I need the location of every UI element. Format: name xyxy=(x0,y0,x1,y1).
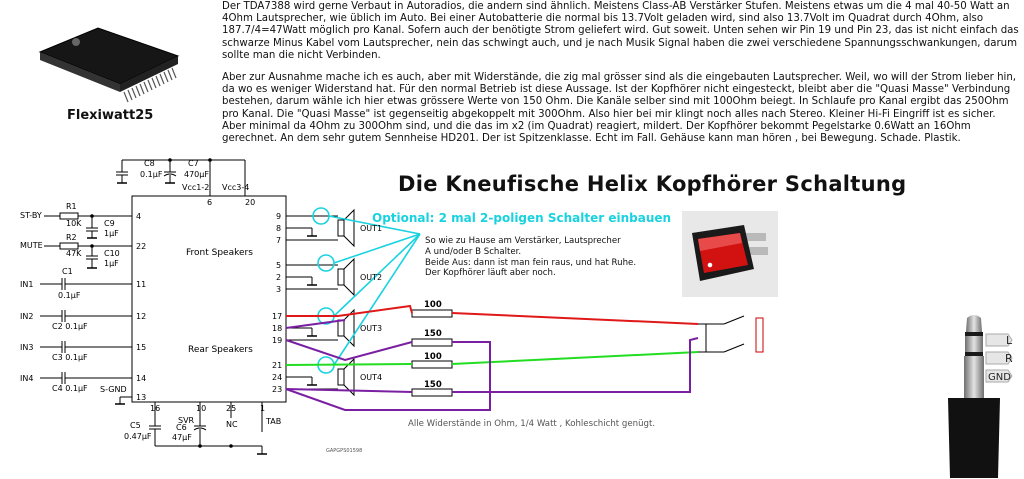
switch-explanation-line-1: So wie zu Hause am Verstärker, Lautsprec… xyxy=(425,236,621,246)
out4-label: OUT4 xyxy=(360,373,382,382)
in2-label: IN2 xyxy=(20,312,33,321)
pin-10: 10 xyxy=(196,404,206,413)
c9-label: C9 xyxy=(104,219,115,228)
resistor-footnote: Alle Widerstände in Ohm, 1/4 Watt , Kohl… xyxy=(408,419,656,429)
pin-5: 5 xyxy=(276,261,281,270)
in4-label: IN4 xyxy=(20,374,33,383)
c8-label: C8 xyxy=(144,159,155,168)
resistor-100-red-label: 100 xyxy=(424,300,442,310)
c6-label: C6 xyxy=(176,423,187,432)
intro-paragraph-1: Der TDA7388 wird gerne Verbaut in Autora… xyxy=(222,1,1019,61)
r2-label: R2 xyxy=(66,233,77,242)
r2-value: 47K xyxy=(66,249,82,258)
switch-explanation-line-4: Der Kopfhörer läuft aber noch. xyxy=(425,268,556,279)
intro-text: Der TDA7388 wird gerne Verbaut in Autora… xyxy=(222,1,1020,155)
diagram-title: Die Kneufische Helix Kopfhörer Schaltung xyxy=(398,172,907,196)
pin-1: 1 xyxy=(260,404,265,413)
optional-switch-note: Optional: 2 mal 2-poligen Schalter einba… xyxy=(372,211,672,225)
c2-label: C2 0.1µF xyxy=(52,322,88,331)
pin-20: 20 xyxy=(245,198,255,207)
c10-value: 1µF xyxy=(104,259,119,268)
rocker-switch-icon xyxy=(692,225,768,281)
jack-label-gnd: GND xyxy=(988,372,1011,383)
pin-22: 22 xyxy=(136,242,146,251)
jack-label-l: L xyxy=(1006,334,1013,347)
c10-label: C10 xyxy=(104,249,120,258)
pin-17: 17 xyxy=(272,312,282,321)
pin-3: 3 xyxy=(276,285,281,294)
part-code-label: GAPGPS01598 xyxy=(326,448,362,454)
pin-9: 9 xyxy=(276,212,281,221)
out2-label: OUT2 xyxy=(360,273,382,282)
rocker-switch-photo xyxy=(682,211,778,297)
switch-explanation-line-3: Beide Aus: dann ist man fein raus, und h… xyxy=(425,257,637,268)
pin-8: 8 xyxy=(276,224,281,233)
c6-value: 47µF xyxy=(172,433,192,442)
switch-explanation: So wie zu Hause am Verstärker, Lautsprec… xyxy=(425,236,636,279)
resistor-150-lower-label: 150 xyxy=(424,380,442,390)
out3-label: OUT3 xyxy=(360,324,382,333)
pin-2: 2 xyxy=(276,273,281,282)
flexiwatt25-chip-illustration xyxy=(38,27,180,103)
chip-label: Flexiwatt25 xyxy=(67,108,154,123)
c7-label: C7 xyxy=(188,159,199,168)
pin-21: 21 xyxy=(272,361,282,370)
in3-label: IN3 xyxy=(20,343,33,352)
pin-15: 15 xyxy=(136,343,146,352)
pin-19: 19 xyxy=(272,336,282,345)
sgnd-label: S-GND xyxy=(100,385,127,394)
amplifier-schematic: C8 0.1µF C7 470µF Vcc1-2 Vcc3-4 6 20 ST-… xyxy=(20,158,764,455)
c8-value: 0.1µF xyxy=(140,170,163,179)
mute-label: MUTE xyxy=(20,241,43,250)
pin-23: 23 xyxy=(272,385,282,394)
out1-label: OUT1 xyxy=(360,224,382,233)
resistor-100-green-label: 100 xyxy=(424,352,442,362)
c4-label: C4 0.1µF xyxy=(52,384,88,393)
tab-label: TAB xyxy=(265,417,281,426)
c5-label: C5 xyxy=(130,421,141,430)
pin-14: 14 xyxy=(136,374,146,383)
switch-explanation-line-2: A und/oder B Schalter. xyxy=(425,246,522,257)
vcc34-label: Vcc3-4 xyxy=(222,183,249,192)
intro-paragraph-2: Aber zur Ausnahme mache ich es auch, abe… xyxy=(222,72,1017,145)
front-speakers-label: Front Speakers xyxy=(186,248,253,258)
pin-16: 16 xyxy=(150,404,160,413)
resistor-150-upper-label: 150 xyxy=(424,329,442,339)
pin-12: 12 xyxy=(136,312,146,321)
pin-13: 13 xyxy=(136,393,146,402)
headphone-jack-illustration: L R GND xyxy=(948,315,1013,478)
vcc12-label: Vcc1-2 xyxy=(182,183,209,192)
pin-25: 25 xyxy=(226,404,236,413)
pin-18: 18 xyxy=(272,324,282,333)
r1-label: R1 xyxy=(66,202,77,211)
pin-6: 6 xyxy=(207,198,212,207)
pin-24: 24 xyxy=(272,373,282,382)
jack-label-r: R xyxy=(1005,352,1013,365)
r1-value: 10K xyxy=(66,219,82,228)
c3-label: C3 0.1µF xyxy=(52,353,88,362)
rear-speakers-label: Rear Speakers xyxy=(188,345,253,355)
pin-7: 7 xyxy=(276,236,281,245)
pin-11: 11 xyxy=(136,280,146,289)
c7-value: 470µF xyxy=(184,170,209,179)
c9-value: 1µF xyxy=(104,229,119,238)
c1-value: 0.1µF xyxy=(58,291,81,300)
stby-label: ST-BY xyxy=(20,211,42,220)
c5-value: 0.47µF xyxy=(124,432,152,441)
svr-label: SVR xyxy=(178,416,195,425)
c1-label: C1 xyxy=(62,267,73,276)
pin-4: 4 xyxy=(136,212,141,221)
nc-label: NC xyxy=(226,420,238,429)
in1-label: IN1 xyxy=(20,280,33,289)
